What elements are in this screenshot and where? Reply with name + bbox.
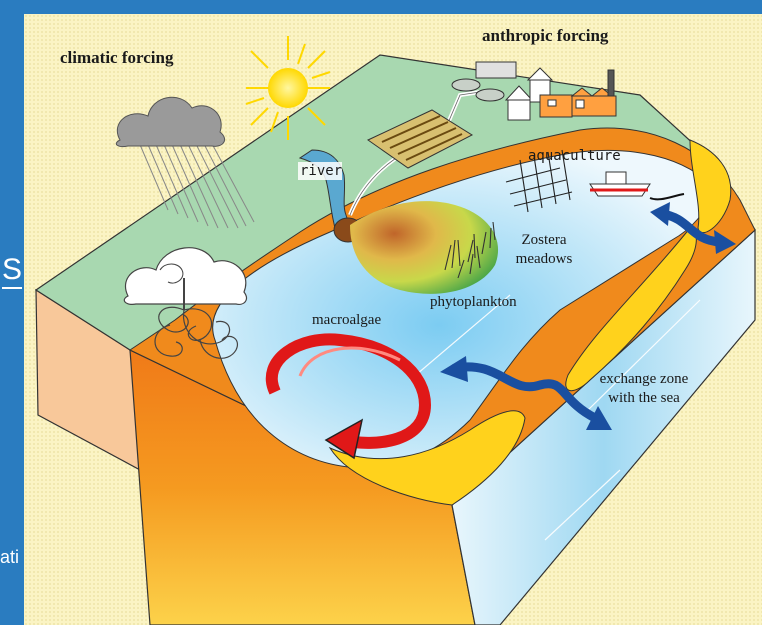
water-shine-lines <box>409 294 701 541</box>
circulation-arrow <box>265 333 432 460</box>
aquaculture-rack-icon <box>505 149 573 213</box>
river-label: river <box>300 163 343 179</box>
boat-icon <box>589 171 685 201</box>
treatment-tanks-icon <box>451 61 517 102</box>
fields-icon <box>367 109 474 169</box>
wind-cloud-icon <box>123 247 248 359</box>
zostera-meadow-blades <box>444 221 496 279</box>
sand-barrier <box>565 227 697 392</box>
exchange-zone-label: exchange zone <box>599 371 689 387</box>
zostera-label: Zostera <box>521 232 567 248</box>
factory-icon <box>504 67 617 121</box>
sand-bank-right <box>689 139 732 234</box>
strip-letter: S <box>2 255 23 289</box>
anthropic-forcing-label: anthropic forcing <box>482 26 609 45</box>
exchange-arrow-head-right <box>586 406 612 430</box>
left-background-strip: S ati <box>0 0 24 625</box>
phytoplankton-label: phytoplankton <box>430 294 517 310</box>
meadows-label: meadows <box>515 251 573 267</box>
exchange-arrow-main <box>450 362 600 423</box>
with-the-sea-label: with the sea <box>608 390 680 406</box>
sand-bank-bottom <box>328 410 526 506</box>
climatic-forcing-label: climatic forcing <box>60 48 174 67</box>
exchange-arrow-upper <box>657 209 725 247</box>
aquaculture-label: aquaculture <box>528 148 621 164</box>
macroalgae-label: macroalgae <box>312 312 382 328</box>
sun-icon <box>245 36 331 140</box>
exchange-arrow-head-left <box>440 356 468 382</box>
strip-text-fragment: ati <box>0 547 20 567</box>
rain-cloud-icon <box>115 96 255 229</box>
